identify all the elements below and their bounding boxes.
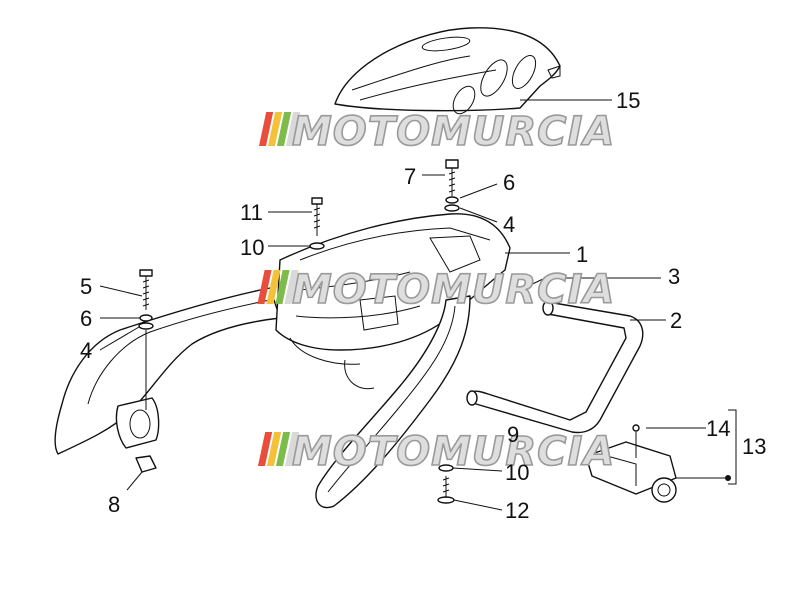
- stripe-yellow: [266, 270, 281, 304]
- stripe-red: [257, 432, 273, 466]
- callout-9: 9: [507, 422, 519, 447]
- stripe-grey: [285, 112, 301, 146]
- stripe-yellow: [267, 112, 283, 146]
- watermark-middle: MOTOMURCIA: [257, 266, 615, 314]
- part-1-rear-luggage-rack: [54, 213, 511, 509]
- part-4-washer-top: [444, 204, 460, 212]
- stripe-green: [275, 432, 291, 466]
- callout-5: 5: [80, 274, 92, 299]
- callout-6-top: 6: [503, 170, 515, 195]
- watermark-stripes: [257, 432, 300, 466]
- watermark-text: MOTOMURCIA: [292, 267, 615, 313]
- part-4-washer-left: [138, 322, 154, 330]
- part-6-washer-top: [445, 196, 459, 204]
- part-15-rear-cover: [334, 27, 561, 115]
- callout-8: 8: [108, 492, 120, 517]
- callout-3: 3: [668, 264, 680, 289]
- callout-10-bottom: 10: [505, 460, 529, 485]
- callout-12: 12: [505, 498, 529, 523]
- stripe-yellow: [266, 432, 282, 466]
- callout-13: 13: [742, 434, 766, 459]
- callout-14: 14: [706, 416, 730, 441]
- leader-lines: [99, 99, 737, 511]
- callout-4-top: 4: [503, 212, 515, 237]
- stripe-green: [276, 112, 292, 146]
- watermark-stripes: [257, 270, 299, 304]
- callout-15: 15: [616, 88, 640, 113]
- watermark-text: MOTOMURCIA: [292, 429, 615, 475]
- watermark-text: MOTOMURCIA: [292, 109, 615, 155]
- watermark-top: MOTOMURCIA: [258, 108, 615, 156]
- part-2-grab-handle: [466, 300, 644, 434]
- callout-4-left: 4: [80, 338, 92, 363]
- part-7-bolt: [445, 159, 459, 196]
- callout-11: 11: [240, 200, 263, 225]
- stripe-grey: [284, 270, 299, 304]
- part-10-washer-left: [309, 242, 325, 250]
- watermark-stripes: [258, 112, 301, 146]
- part-11-bolt: [311, 197, 323, 236]
- part-8-clip-nut: [135, 455, 157, 473]
- callout-10-left: 10: [240, 235, 264, 260]
- part-12-screw: [437, 476, 455, 504]
- part-5-bolt: [139, 269, 153, 310]
- stripe-red: [257, 270, 272, 304]
- callout-2: 2: [670, 308, 682, 333]
- part-6-washer-left: [139, 314, 153, 322]
- callout-labels: 15 7 6 4 11 10 1 3 2 5 6 4 8 9 10 12 14 …: [80, 88, 766, 523]
- callout-1: 1: [576, 242, 588, 267]
- stripe-green: [275, 270, 290, 304]
- part-13-bracket-assembly: [585, 424, 677, 503]
- watermark-bottom: MOTOMURCIA: [257, 428, 615, 476]
- stripe-red: [258, 112, 274, 146]
- stripe-grey: [284, 432, 300, 466]
- callout-6-left: 6: [80, 306, 92, 331]
- callout-7: 7: [404, 164, 416, 189]
